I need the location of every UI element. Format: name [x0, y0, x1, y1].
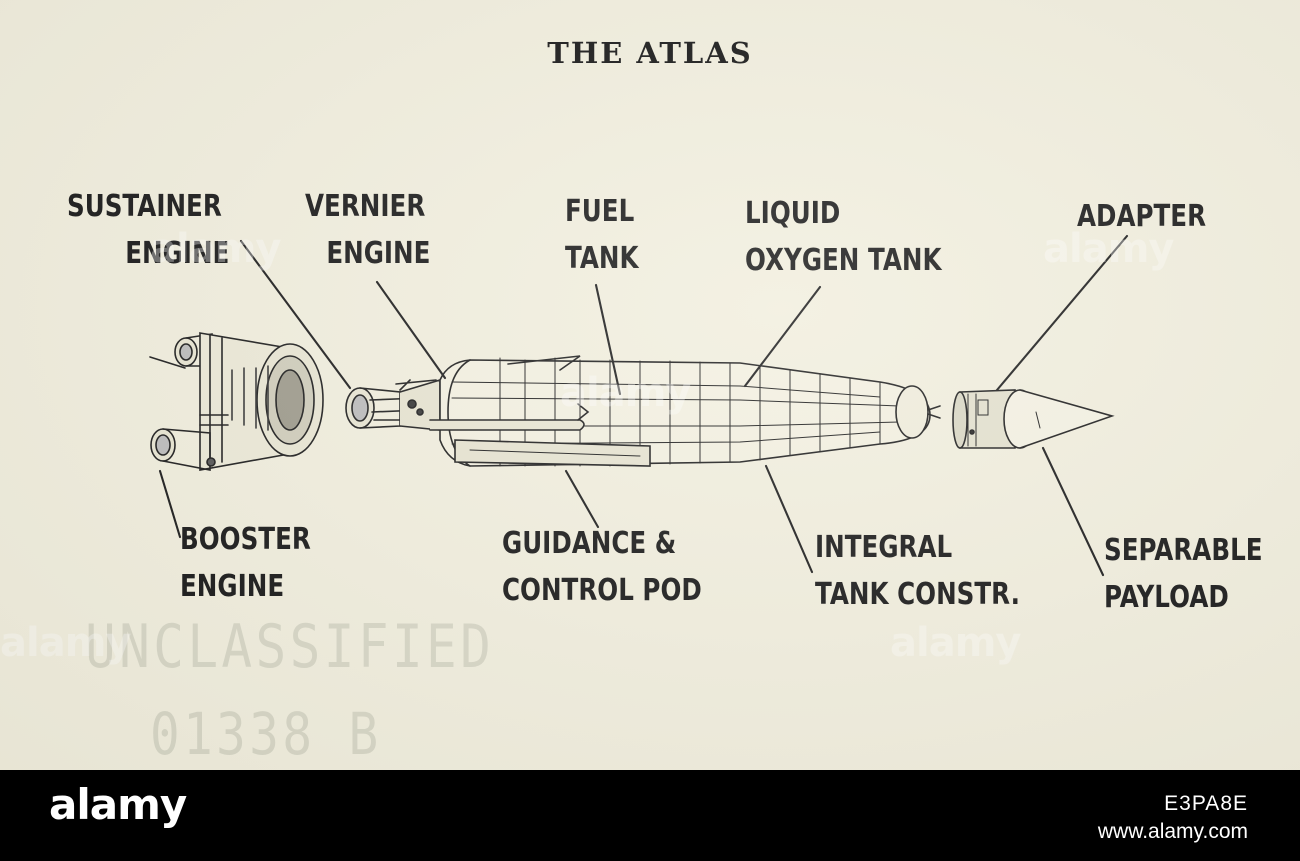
leader-lines	[158, 234, 1129, 577]
label-adapter: ADAPTER	[1077, 199, 1207, 234]
unclassified-stamp: UNCLASSIFIED	[85, 612, 495, 682]
payload-drawing	[952, 389, 1115, 449]
stamp-number: 01338 B	[150, 700, 382, 768]
sustainer-engine-drawing	[345, 378, 441, 431]
integral-tank-leader-line	[764, 464, 814, 574]
stock-footer-bar: alamy E3PA8E www.alamy.com	[0, 770, 1300, 861]
watermark-overlay: alamy	[150, 226, 281, 272]
label-sustainer-engine: SUSTAINER ENGINE	[67, 189, 230, 271]
lox-tank-leader-line	[743, 285, 822, 388]
fuel-tank-leader-line	[594, 283, 622, 396]
label-vernier-engine: VERNIER ENGINE	[305, 189, 431, 271]
site-url: www.alamy.com	[1097, 820, 1248, 843]
vernier-leader-line	[375, 280, 447, 380]
alamy-logo: alamy	[49, 780, 187, 829]
label-liquid-oxygen-tank: LIQUID OXYGEN TANK	[745, 196, 942, 278]
booster-leader-line	[158, 469, 182, 539]
adapter-leader-line	[995, 234, 1129, 392]
guidance-leader-line	[564, 469, 600, 529]
label-integral-tank-constr: INTEGRAL TANK CONSTR.	[815, 530, 1020, 612]
main-tank-drawing	[429, 355, 941, 467]
watermark-overlay: alamy	[1043, 226, 1174, 272]
watermark-overlay: alamy	[0, 620, 131, 666]
document-page: THE ATLAS UNCLASSIFIED 01338 B	[0, 0, 1300, 770]
label-separable-payload: SEPARABLE PAYLOAD	[1104, 533, 1263, 615]
watermark-overlay: alamy	[890, 620, 1021, 666]
image-id: E3PA8E	[1164, 792, 1248, 815]
atlas-rocket-diagram	[149, 234, 1129, 577]
sustainer-leader-line	[239, 239, 352, 390]
label-guidance-control-pod: GUIDANCE & CONTROL POD	[502, 526, 702, 608]
watermark-overlay: alamy	[560, 370, 691, 416]
label-fuel-tank: FUEL TANK	[565, 194, 639, 276]
booster-engine-drawing	[149, 332, 324, 471]
payload-leader-line	[1041, 446, 1105, 577]
label-booster-engine: BOOSTER ENGINE	[180, 522, 311, 604]
page-title: THE ATLAS	[547, 36, 753, 70]
